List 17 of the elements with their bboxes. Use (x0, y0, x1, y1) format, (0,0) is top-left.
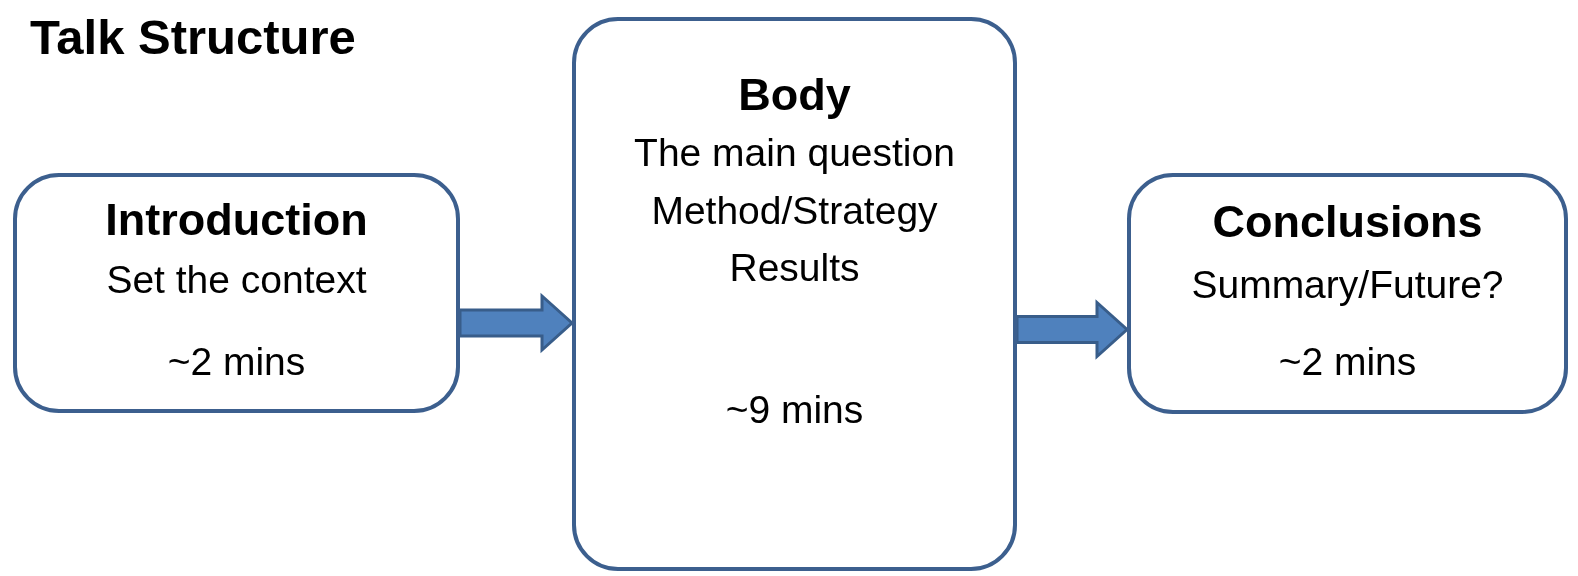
block-arrow (458, 292, 575, 354)
box-heading: Introduction (105, 194, 368, 246)
box-text: Results (729, 245, 860, 291)
block-arrow (1015, 299, 1130, 360)
rounded-box (13, 173, 460, 413)
duration-text: ~2 mins (1278, 339, 1417, 385)
box-heading: Conclusions (1212, 196, 1483, 248)
box-text: The main question (634, 130, 955, 176)
box-text: Summary/Future? (1191, 262, 1504, 308)
box-heading: Body (738, 69, 851, 121)
rounded-box (572, 17, 1017, 571)
duration-text: ~2 mins (167, 339, 306, 385)
box-text: Method/Strategy (651, 188, 938, 234)
duration-text: ~9 mins (725, 387, 864, 433)
rounded-box (1127, 173, 1568, 414)
title: Talk Structure (30, 9, 356, 66)
box-text: Set the context (106, 257, 367, 303)
